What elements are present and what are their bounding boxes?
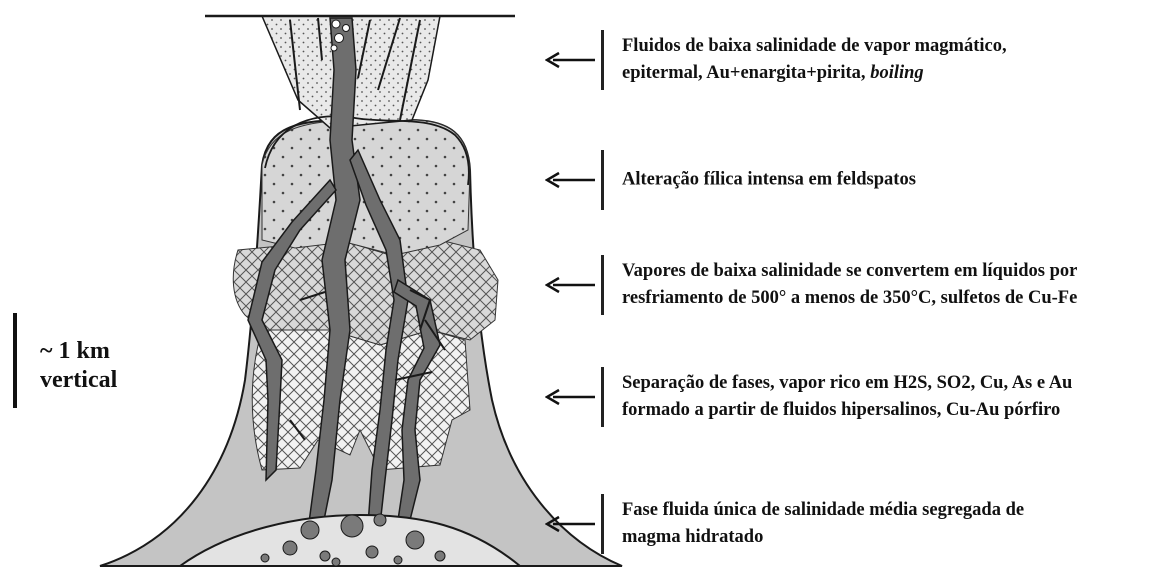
annotation-line1: Fase fluida única de salinidade média se… [622, 497, 1024, 524]
annotation-text: Fase fluida única de salinidade média se… [622, 497, 1024, 551]
annotation-epithermal: Fluidos de baixa salinidade de vapor mag… [545, 30, 1155, 90]
annotation-line2-main: epitermal, Au+enargita+pirita, [622, 63, 870, 83]
scale-label-line2: vertical [40, 366, 117, 395]
annotation-phyllic: Alteração fílica intensa em feldspatos [545, 150, 1155, 210]
vapor-bubble [332, 20, 340, 28]
annotation-line1: Separação de fases, vapor rico em H2S, S… [622, 370, 1072, 397]
annotation-text: Vapores de baixa salinidade se convertem… [622, 258, 1077, 312]
left-arrow-icon [545, 387, 597, 407]
annotation-text: Alteração fílica intensa em feldspatos [622, 167, 916, 194]
vapor-bubble [331, 45, 337, 51]
annotation-line2: formado a partir de fluidos hipersalinos… [622, 397, 1072, 424]
scale-bar [13, 313, 17, 408]
left-arrow-icon [545, 170, 597, 190]
annotation-text: Separação de fases, vapor rico em H2S, S… [622, 370, 1072, 424]
bracket [601, 150, 604, 210]
annotation-phase-separation: Separação de fases, vapor rico em H2S, S… [545, 367, 1155, 427]
scale-label: ~ 1 km vertical [40, 337, 117, 395]
annotation-line2-italic: boiling [870, 63, 923, 83]
left-arrow-icon [545, 275, 597, 295]
bracket [601, 255, 604, 315]
annotation-magma-fluid: Fase fluida única de salinidade média se… [545, 494, 1155, 554]
scale-label-line1: ~ 1 km [40, 337, 117, 366]
bracket [601, 367, 604, 427]
annotation-vapor-condensation: Vapores de baixa salinidade se convertem… [545, 255, 1155, 315]
annotation-line2: resfriamento de 500° a menos de 350°C, s… [622, 285, 1077, 312]
bracket [601, 494, 604, 554]
annotation-line1: Fluidos de baixa salinidade de vapor mag… [622, 33, 1007, 60]
annotation-line1: Vapores de baixa salinidade se convertem… [622, 258, 1077, 285]
vapor-bubble [335, 34, 344, 43]
vapor-bubble [343, 25, 350, 32]
left-arrow-icon [545, 514, 597, 534]
annotation-text: Fluidos de baixa salinidade de vapor mag… [622, 33, 1007, 87]
bracket [601, 30, 604, 90]
annotation-line2: magma hidratado [622, 524, 1024, 551]
annotation-line2: epitermal, Au+enargita+pirita, boiling [622, 60, 1007, 87]
left-arrow-icon [545, 50, 597, 70]
annotation-line1: Alteração fílica intensa em feldspatos [622, 167, 916, 194]
